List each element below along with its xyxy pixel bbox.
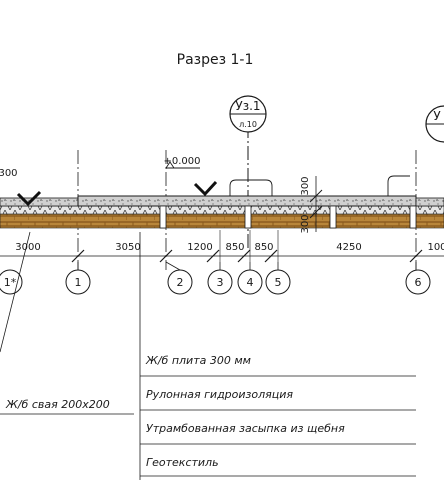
- legend-waterproofing: Рулонная гидроизоляция: [146, 388, 293, 401]
- axis-label: 6: [415, 276, 422, 289]
- axis-bubble: 2: [167, 269, 193, 295]
- dim-text-4: 850: [225, 242, 244, 253]
- axis-label: 2: [177, 276, 184, 289]
- section-title: Разрез 1-1: [177, 52, 254, 68]
- legend-pile: Ж/б свая 200х200: [5, 398, 110, 411]
- axis-label: 1: [75, 276, 82, 289]
- axis-bubble: 1: [65, 269, 91, 295]
- node-label: Уз.1: [235, 99, 260, 113]
- axis-bubble: 4: [237, 269, 263, 295]
- dim-text-3: 1200: [187, 242, 212, 253]
- piles: [159, 205, 417, 229]
- soil-layer: [0, 213, 444, 229]
- node-detail-box-right: [387, 175, 410, 196]
- node-callout-1: Уз.1 л.10: [229, 95, 267, 248]
- left-slab: [0, 197, 79, 207]
- node-label-partial: У: [433, 109, 441, 123]
- node-sheet: л.10: [239, 120, 257, 129]
- axis-label: 1*: [4, 276, 17, 289]
- vertical-dim-bottom: 300: [300, 214, 311, 233]
- dim-text-1: 3000: [15, 242, 40, 253]
- left-dim-text: 300: [0, 168, 18, 179]
- node-detail-box: [229, 179, 273, 196]
- legend-geotextile: Геотекстиль: [146, 456, 219, 469]
- vertical-dim-top: 300: [300, 176, 311, 195]
- level-mark-text: +0.000: [163, 156, 200, 167]
- legend-leaders: [0, 231, 416, 480]
- dimension-line: 3000 3050 1200 850 850 4250 100: [0, 230, 444, 263]
- legend-gravel-fill: Утрамбованная засыпка из щебня: [146, 422, 345, 435]
- vertical-dimension: 300 300: [300, 176, 323, 234]
- axis-lines: [77, 150, 417, 270]
- axis-bubble: 5: [265, 269, 291, 295]
- level-mark: +0.000: [163, 156, 201, 169]
- axis-bubble: 3: [207, 269, 233, 295]
- axis-label: 5: [275, 276, 282, 289]
- legend-slab: Ж/б плита 300 мм: [145, 354, 251, 367]
- axis-bubble: 1*: [0, 269, 23, 295]
- axis-label: 4: [247, 276, 254, 289]
- dim-text-6: 4250: [336, 242, 361, 253]
- check-mark-mid: [193, 180, 218, 197]
- axis-bubbles: 1* 1 2 3 4 5 6: [0, 269, 431, 295]
- axis-label: 3: [217, 276, 224, 289]
- right-slab: [415, 197, 444, 207]
- dim-text-2: 3050: [115, 242, 140, 253]
- node-callout-2: У: [425, 105, 444, 143]
- dim-text-5: 850: [254, 242, 273, 253]
- axis-bubble: 6: [405, 269, 431, 295]
- main-slab: [77, 195, 417, 207]
- gravel-layer: [0, 205, 444, 215]
- dim-text-7: 100: [427, 242, 444, 253]
- check-mark-left: [16, 190, 42, 207]
- axis-leaders: [77, 261, 417, 271]
